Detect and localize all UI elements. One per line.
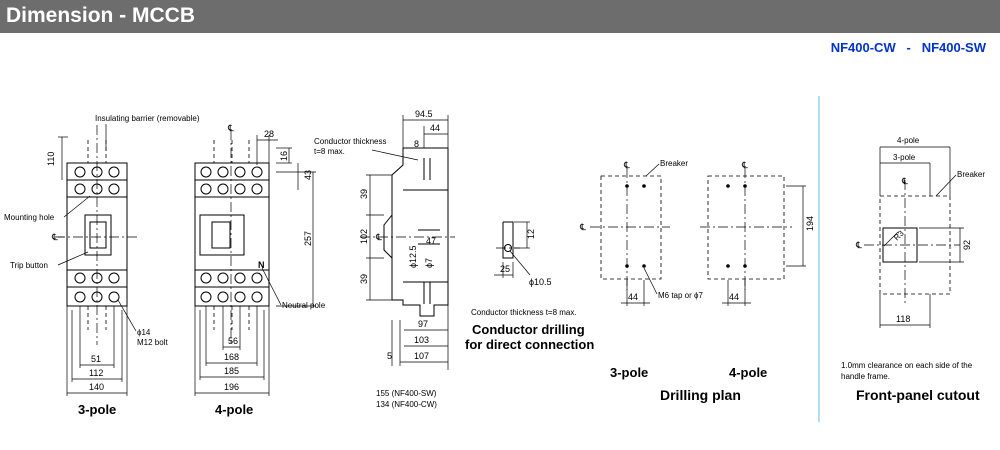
model-range-label: NF400-CW - NF400-SW xyxy=(830,40,986,55)
label-breaker-fp: Breaker xyxy=(957,170,985,179)
dim-16: 16 xyxy=(279,151,289,161)
view-3pole: ℄ 110 51 112 140 Insulating barrier (rem… xyxy=(4,114,200,417)
label-r3: R3 xyxy=(892,228,906,242)
dim-56: 56 xyxy=(228,336,238,346)
label-t8-max: t=8 max. xyxy=(314,147,345,156)
centerline-symbol-dp3: ℄ xyxy=(623,160,630,170)
handle-cutout xyxy=(882,227,918,263)
dim-8: 8 xyxy=(414,139,419,149)
dim-44-dp4: 44 xyxy=(729,292,739,302)
dim-51: 51 xyxy=(91,354,101,364)
dim-103: 103 xyxy=(414,335,429,345)
dim-257: 257 xyxy=(303,231,313,246)
centerline-symbol-fp: ℄ xyxy=(901,176,908,186)
label-trip-button: Trip button xyxy=(10,261,48,270)
label-3pole-width: 3-pole xyxy=(893,153,916,162)
caption-conductor-drilling-2: for direct connection xyxy=(465,337,594,352)
caption-drilling-plan: Drilling plan xyxy=(660,387,741,403)
centerline-symbol-fp-h: ℄ xyxy=(855,240,862,250)
label-breaker-dp3: Breaker xyxy=(660,159,688,168)
label-clearance-note-2: handle frame. xyxy=(841,372,890,381)
label-phi14: ϕ14 xyxy=(137,328,151,337)
dim-168: 168 xyxy=(224,352,239,362)
drilling-frame-4pole xyxy=(707,175,785,280)
label-m12-bolt: M12 bolt xyxy=(137,338,168,347)
dim-39-top: 39 xyxy=(359,189,369,199)
label-clearance-note-1: 1.0mm clearance on each side of the xyxy=(841,361,973,370)
dim-97: 97 xyxy=(418,319,428,329)
caption-4pole-view: 4-pole xyxy=(215,402,253,417)
dim-5: 5 xyxy=(387,351,392,361)
neutral-mark: N xyxy=(258,260,265,270)
dim-44-side: 44 xyxy=(430,123,440,133)
centerline-symbol-dp3-h: ℄ xyxy=(579,222,586,232)
dim-196: 196 xyxy=(224,382,239,392)
dim-12: 12 xyxy=(526,229,536,239)
caption-3pole-view: 3-pole xyxy=(78,402,116,417)
caption-front-panel: Front-panel cutout xyxy=(856,387,980,403)
dim-47: 47 xyxy=(426,236,436,246)
view-4pole: ℄ 28 16 43 257 N Neutral pole 56 168 185 xyxy=(194,123,326,417)
label-mounting-hole: Mounting hole xyxy=(4,213,55,222)
view-front-panel: ℄ ℄ R3 4-pole 3-pole Breaker 92 118 1.0m… xyxy=(841,136,985,403)
label-conductor-note: Conductor thickness t=8 max. xyxy=(471,308,577,317)
dim-102: 102 xyxy=(359,229,369,244)
view-conductor-drilling: 12 25 ϕ10.5 Conductor thickness t=8 max.… xyxy=(465,221,594,352)
dim-phi10-5: ϕ10.5 xyxy=(529,277,552,287)
dim-44-dp3: 44 xyxy=(628,292,638,302)
dim-39-bottom: 39 xyxy=(359,274,369,284)
dim-phi7: ϕ7 xyxy=(424,258,434,268)
label-conductor-thickness: Conductor thickness xyxy=(314,137,386,146)
label-insulating-barrier: Insulating barrier (removable) xyxy=(95,114,200,123)
dim-28: 28 xyxy=(264,129,274,139)
dim-118: 118 xyxy=(896,314,910,324)
dim-140: 140 xyxy=(89,382,104,392)
header-bar xyxy=(0,0,1000,33)
drilling-frame-3pole xyxy=(600,175,662,280)
centerline-symbol-4pole: ℄ xyxy=(227,123,234,133)
dim-94-5: 94.5 xyxy=(415,109,433,119)
label-4pole-width: 4-pole xyxy=(897,136,920,145)
caption-conductor-drilling-1: Conductor drilling xyxy=(472,322,585,337)
caption-drilling-4pole: 4-pole xyxy=(729,365,767,380)
dim-25: 25 xyxy=(500,264,510,274)
dim-185: 185 xyxy=(224,366,239,376)
dim-phi12-5: ϕ12.5 xyxy=(408,245,418,268)
centerline-symbol-side: ℄ xyxy=(375,232,382,242)
dim-112: 112 xyxy=(89,368,103,378)
centerline-symbol-dp4: ℄ xyxy=(741,160,748,170)
view-drilling-plan: ℄ ℄ Breaker 44 M6 tap or ϕ7 ℄ 194 44 3-p… xyxy=(579,159,815,403)
dim-43: 43 xyxy=(303,170,313,180)
dim-110: 110 xyxy=(46,152,56,166)
centerline-symbol: ℄ xyxy=(51,232,58,242)
dim-194: 194 xyxy=(805,216,815,231)
page-title: Dimension - MCCB xyxy=(6,4,195,27)
label-cw-depth: 134 (NF400-CW) xyxy=(376,400,437,409)
label-sw-depth: 155 (NF400-SW) xyxy=(376,389,437,398)
dim-107: 107 xyxy=(414,351,429,361)
label-neutral-pole: Neutral pole xyxy=(282,301,326,310)
dim-92: 92 xyxy=(962,240,972,250)
label-m6-tap: M6 tap or ϕ7 xyxy=(658,291,703,300)
view-side: ℄ Conductor thickness t=8 max. 94.5 44 8… xyxy=(314,109,455,409)
caption-drilling-3pole: 3-pole xyxy=(610,365,648,380)
